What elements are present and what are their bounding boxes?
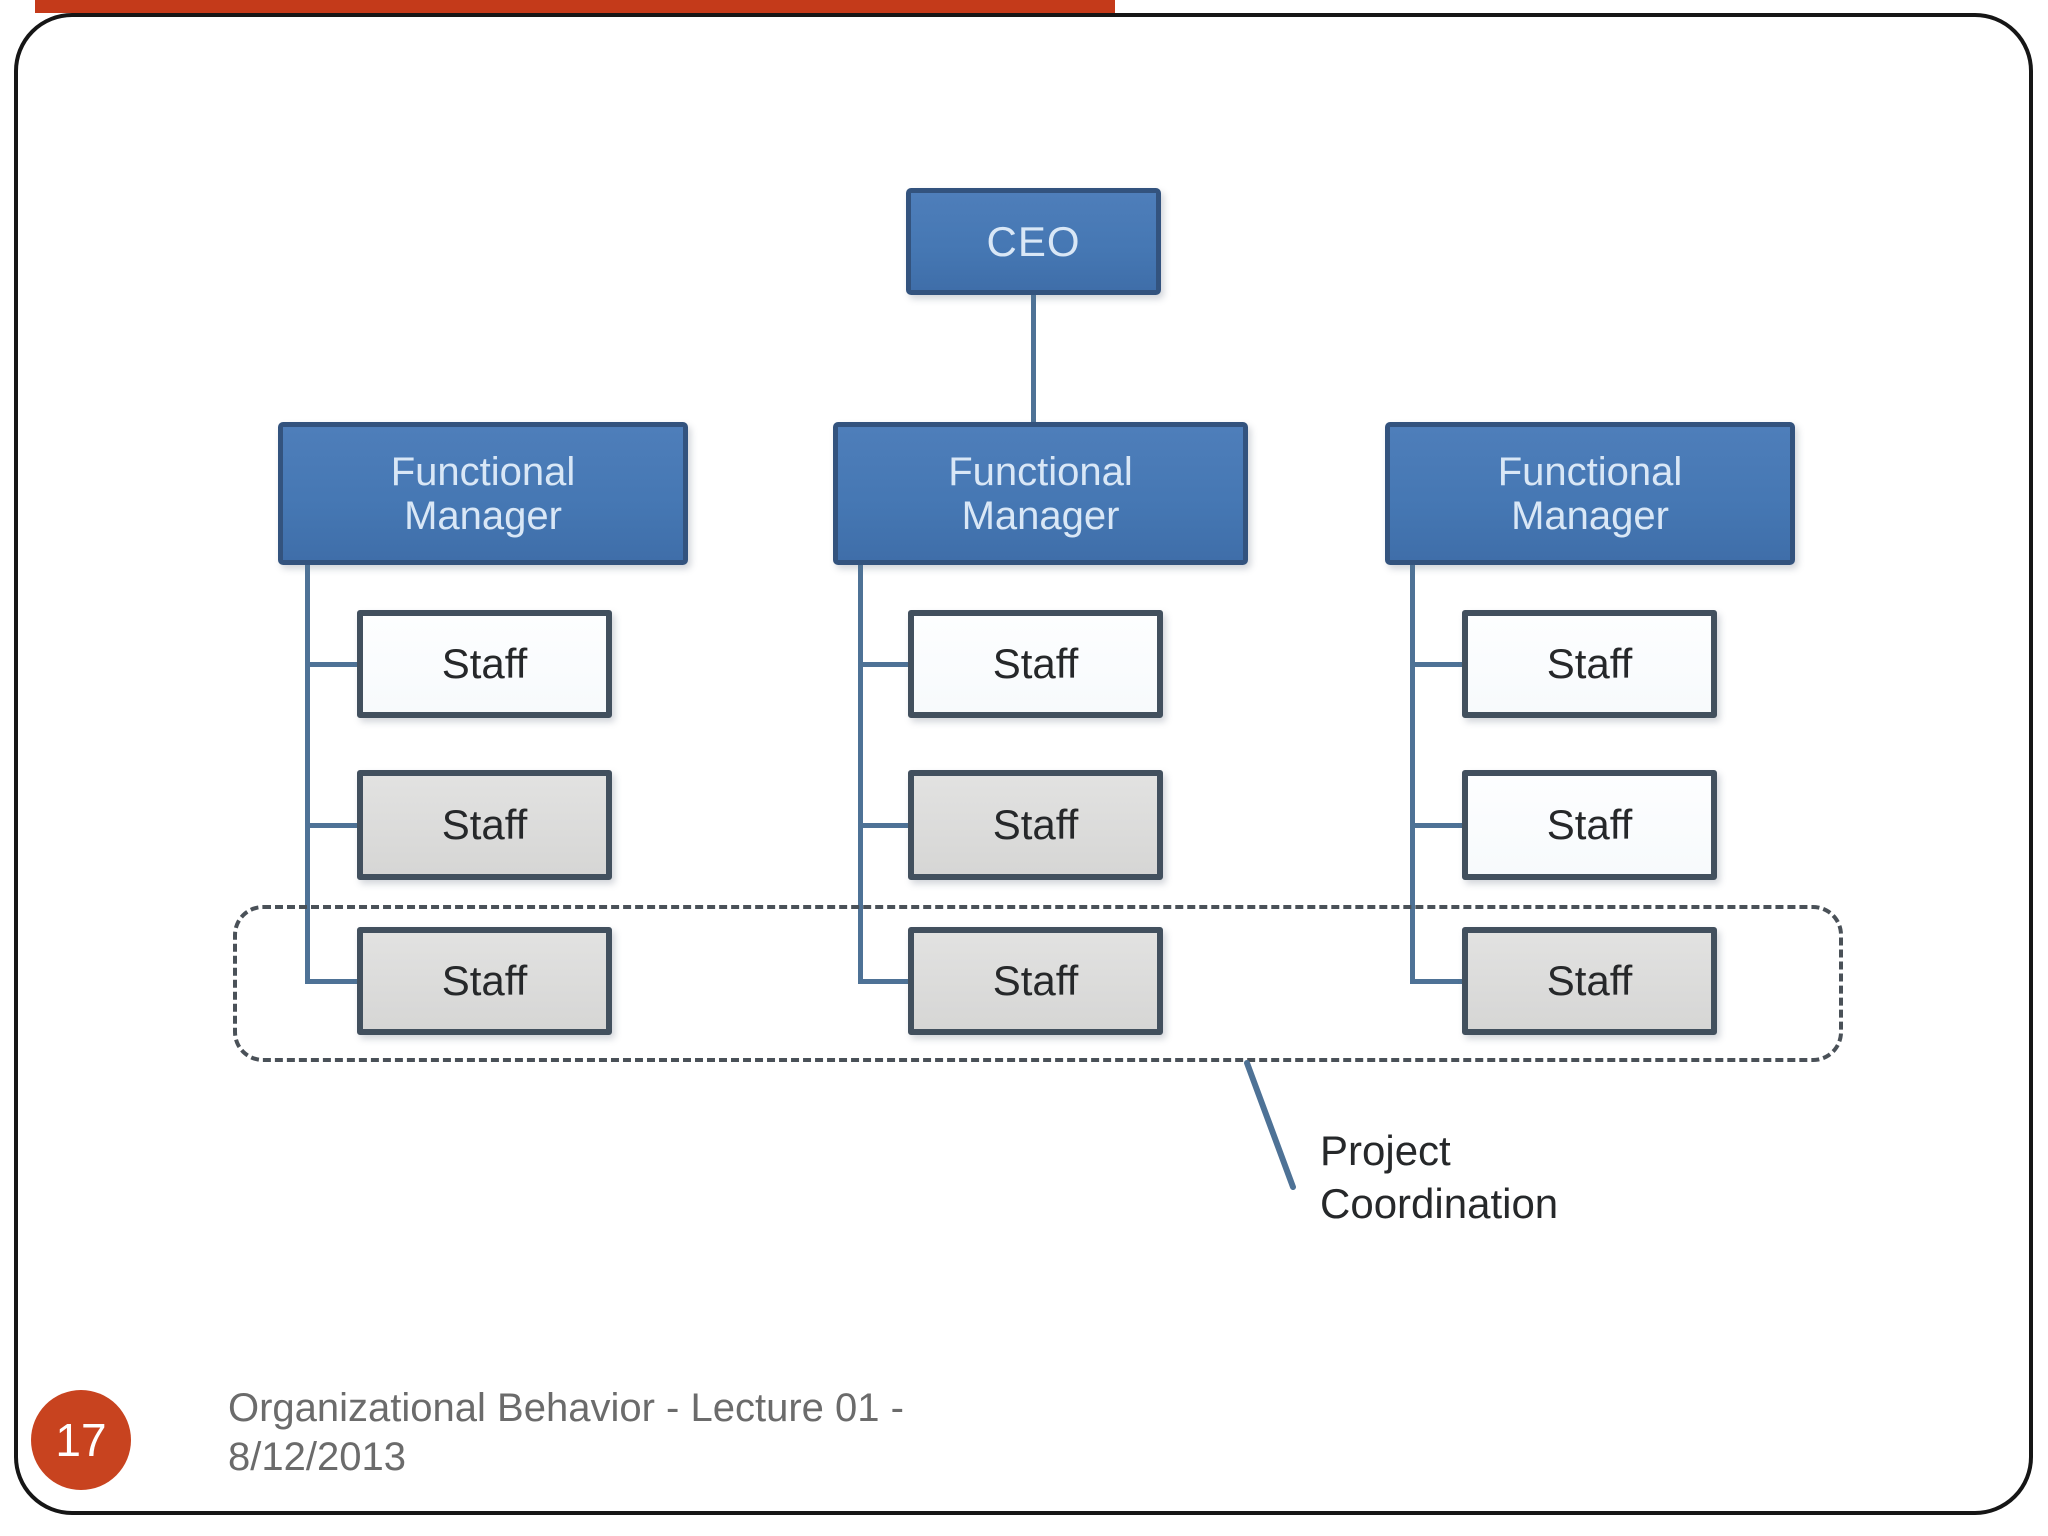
ceo-box: CEO (906, 188, 1161, 295)
connector-column-3-vertical (1410, 565, 1415, 981)
connector-ceo-line (1031, 295, 1036, 422)
staff-box: Staff (357, 770, 612, 880)
staff-label: Staff (992, 801, 1079, 848)
ceo-label: CEO (986, 217, 1081, 265)
staff-box: Staff (357, 927, 612, 1035)
staff-box: Staff (1462, 610, 1717, 718)
project-coordination-label-line1: Project (1320, 1127, 1451, 1174)
project-coordination-label: Project Coordination (1320, 1124, 1558, 1230)
staff-label: Staff (1546, 957, 1633, 1004)
functional-manager-box-1: Functional Manager (278, 422, 688, 565)
functional-manager-label: Functional Manager (1497, 449, 1683, 538)
staff-box: Staff (357, 610, 612, 718)
project-coordination-region (233, 905, 1843, 1062)
connector-column-3-stub (1410, 823, 1462, 828)
staff-label: Staff (441, 957, 528, 1004)
staff-label: Staff (441, 801, 528, 848)
functional-manager-box-3: Functional Manager (1385, 422, 1795, 565)
staff-label: Staff (992, 640, 1079, 687)
staff-box: Staff (1462, 770, 1717, 880)
staff-box: Staff (908, 927, 1163, 1035)
staff-label: Staff (1546, 640, 1633, 687)
staff-box: Staff (1462, 927, 1717, 1035)
connector-column-3-stub (1410, 979, 1462, 984)
connector-column-3-stub (1410, 662, 1462, 667)
footer-line2: 8/12/2013 (228, 1435, 406, 1479)
footer-text: Organizational Behavior - Lecture 01 - 8… (228, 1384, 904, 1482)
project-coordination-label-line2: Coordination (1320, 1180, 1559, 1227)
connector-column-2-vertical (858, 565, 863, 981)
top-accent-bar (35, 0, 1115, 13)
page-number: 17 (55, 1414, 107, 1466)
staff-box: Staff (908, 770, 1163, 880)
staff-label: Staff (441, 640, 528, 687)
connector-column-1-stub (305, 662, 357, 667)
functional-manager-label: Functional Manager (390, 449, 576, 538)
functional-manager-label: Functional Manager (948, 449, 1133, 538)
staff-box: Staff (908, 610, 1163, 718)
connector-column-1-stub (305, 979, 357, 984)
connector-column-2-stub (858, 662, 908, 667)
functional-manager-box-2: Functional Manager (833, 422, 1248, 565)
page-number-badge: 17 (31, 1390, 131, 1490)
footer-line1: Organizational Behavior - Lecture 01 - (228, 1386, 904, 1430)
slide-frame-border (14, 13, 2033, 1515)
connector-column-2-stub (858, 979, 908, 984)
connector-column-1-stub (305, 823, 357, 828)
staff-label: Staff (1546, 801, 1633, 848)
staff-label: Staff (992, 957, 1079, 1004)
connector-column-1-vertical (305, 565, 310, 981)
connector-column-2-stub (858, 823, 908, 828)
